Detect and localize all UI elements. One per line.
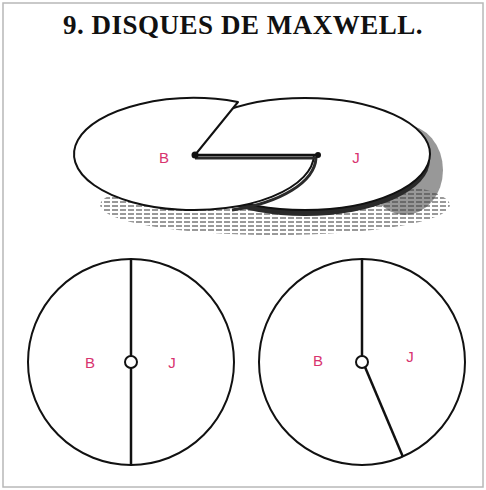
disk-edge xyxy=(195,158,316,210)
slit xyxy=(195,154,318,157)
center-hole xyxy=(125,356,137,368)
combined-disk xyxy=(28,259,234,465)
disk-center xyxy=(192,152,199,159)
frame xyxy=(3,3,483,487)
color-letter: J xyxy=(406,349,414,364)
divider xyxy=(361,259,364,356)
color-letter: B xyxy=(159,150,169,165)
divider xyxy=(130,259,133,356)
combined-disk xyxy=(259,259,465,465)
slit-end xyxy=(315,152,321,158)
figure-title: 9. DISQUES DE MAXWELL. xyxy=(63,10,423,41)
divider xyxy=(130,368,133,465)
center-hole xyxy=(356,356,368,368)
color-letter: B xyxy=(85,355,95,370)
divider xyxy=(365,367,403,457)
color-letter: B xyxy=(313,353,323,368)
color-letter: J xyxy=(352,150,360,165)
color-letter: J xyxy=(168,355,176,370)
